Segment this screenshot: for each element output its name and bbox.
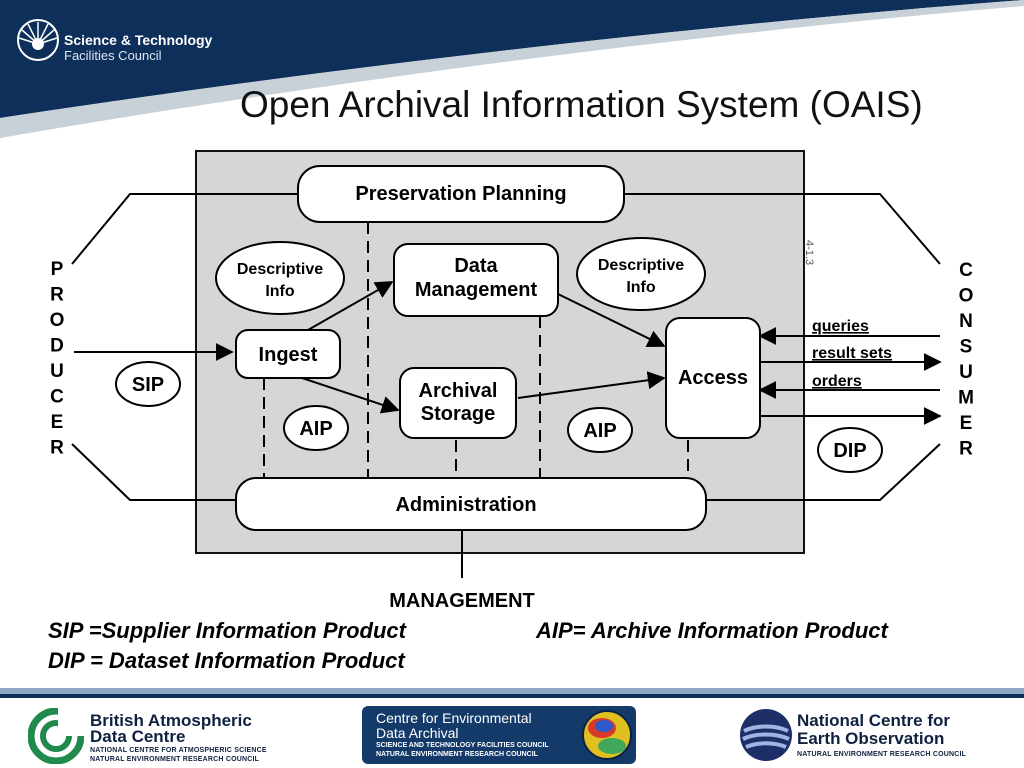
margin-note: 4-1.3 [803, 240, 815, 265]
stfc-logo-icon [17, 19, 59, 61]
archival-storage-label-line1: Archival [419, 380, 498, 402]
producer-letter: E [51, 412, 64, 433]
badc-subtitle-2: NATURAL ENVIRONMENT RESEARCH COUNCIL [90, 756, 260, 763]
nceo-subtitle: NATURAL ENVIRONMENT RESEARCH COUNCIL [797, 751, 967, 758]
oais-diagram: Preservation Planning Data Management In… [50, 150, 974, 612]
ceda-name-line2: Data Archival [376, 725, 459, 741]
aip-left-label: AIP [299, 418, 332, 440]
slide-title: Open Archival Information System (OAIS) [240, 84, 923, 125]
footer-rule-light [0, 688, 1024, 694]
access-box [665, 317, 761, 439]
header-band [0, 0, 1024, 138]
producer-letter: C [50, 387, 64, 408]
producer-letter: O [50, 310, 65, 331]
result-sets-label: result sets [812, 345, 892, 362]
consumer-letter: N [959, 311, 973, 332]
legend-sip-definition: SIP =Supplier Information Product [48, 618, 406, 643]
nceo-name-line2: Earth Observation [797, 729, 945, 748]
legend-aip-definition: AIP= Archive Information Product [536, 618, 888, 643]
descriptive-info-right-ellipse [576, 237, 706, 311]
preservation-planning-box [297, 165, 625, 223]
dip-label: DIP [833, 440, 866, 462]
consumer-letter: R [959, 439, 973, 460]
producer-letter: P [51, 259, 64, 280]
descriptive-info-left-ellipse [215, 241, 345, 315]
flow-arrows [74, 281, 942, 425]
legend-dip-definition: DIP = Dataset Information Product [48, 648, 405, 673]
badc-subtitle-1: NATIONAL CENTRE FOR ATMOSPHERIC SCIENCE [90, 747, 267, 754]
aip-right-label: AIP [583, 420, 616, 442]
producer-letter: R [50, 285, 64, 306]
consumer-letter: E [960, 413, 973, 434]
consumer-letter: O [959, 286, 974, 307]
globe-icon [582, 710, 632, 760]
management-label: MANAGEMENT [389, 590, 535, 612]
dip-ellipse [817, 427, 883, 473]
access-label: Access [678, 367, 748, 389]
consumer-letter: U [959, 362, 973, 383]
boundary-lines [71, 193, 941, 578]
aip-right-ellipse [567, 407, 633, 453]
sip-ellipse [115, 361, 181, 407]
ceda-subtitle-2: NATURAL ENVIRONMENT RESEARCH COUNCIL [376, 751, 538, 758]
header-navy-shape [0, 0, 1024, 118]
data-management-box [393, 243, 559, 317]
producer-letter: R [50, 438, 64, 459]
badc-logo-icon [28, 708, 84, 764]
descriptive-info-right-line2: Info [626, 279, 656, 296]
producer-letter: D [50, 336, 64, 357]
data-management-label-line1: Data [454, 255, 498, 277]
administration-box [235, 477, 707, 531]
footer-rule-dark [0, 694, 1024, 698]
archival-storage-box [399, 367, 517, 439]
descriptive-info-right-line1: Descriptive [598, 257, 684, 274]
ceda-name-line1: Centre for Environmental [376, 710, 532, 726]
consumer-letter: S [960, 337, 973, 358]
descriptive-info-left-line2: Info [265, 283, 295, 300]
queries-label: queries [812, 318, 869, 335]
sip-label: SIP [132, 374, 164, 396]
descriptive-info-left-line1: Descriptive [237, 261, 323, 278]
archival-storage-label-line2: Storage [421, 403, 495, 425]
dashed-links [263, 222, 689, 478]
header-swoosh [0, 0, 1024, 138]
orders-label: orders [812, 373, 862, 390]
preservation-planning-label: Preservation Planning [355, 183, 566, 205]
data-management-label-line2: Management [415, 279, 538, 301]
ceda-subtitle-1: SCIENCE AND TECHNOLOGY FACILITIES COUNCI… [376, 742, 549, 749]
nceo-name-line1: National Centre for [797, 711, 951, 730]
aip-left-ellipse [283, 405, 349, 451]
org-name-line1: Science & Technology [64, 32, 213, 48]
badc-name-line1: British Atmospheric [90, 711, 252, 730]
ingest-label: Ingest [259, 344, 318, 366]
producer-letter: U [50, 361, 64, 382]
consumer-letter: C [959, 260, 973, 281]
nceo-logo-icon [740, 709, 792, 761]
ingest-box [235, 329, 341, 379]
consumer-letter: M [958, 388, 974, 409]
administration-label: Administration [395, 494, 536, 516]
org-name-line2: Facilities Council [64, 48, 162, 63]
badc-name-line2: Data Centre [90, 727, 186, 746]
